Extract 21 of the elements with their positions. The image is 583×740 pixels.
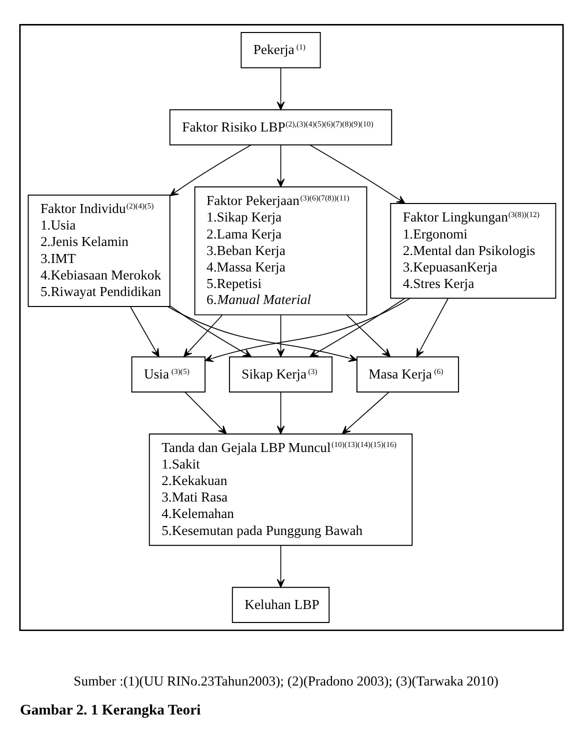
- arrow: [310, 144, 406, 204]
- arrow: [184, 314, 223, 357]
- arrow: [276, 314, 285, 357]
- arrow: [416, 298, 448, 357]
- arrow: [276, 66, 285, 110]
- arrow: [342, 391, 390, 434]
- arrow: [204, 297, 410, 362]
- arrow: [276, 144, 285, 187]
- arrow: [346, 314, 391, 357]
- arrow: [276, 544, 285, 588]
- arrow: [167, 306, 358, 362]
- arrow: [276, 391, 285, 434]
- arrow: [130, 306, 160, 357]
- label: Sumber :(1)(UU RINo.23Tahun2003); (2)(Pradono 2003); (3)(Tarwaka 2010): [74, 673, 498, 688]
- caption: Gambar 2. 1 Kerangka Teori: [20, 702, 201, 718]
- arrow: [310, 297, 406, 357]
- arrow: [170, 305, 252, 357]
- arrow: [184, 391, 227, 434]
- arrow: [170, 144, 252, 196]
- cluster: [19, 23, 564, 631]
- node-box: Keluhan LBP: [232, 586, 330, 622]
